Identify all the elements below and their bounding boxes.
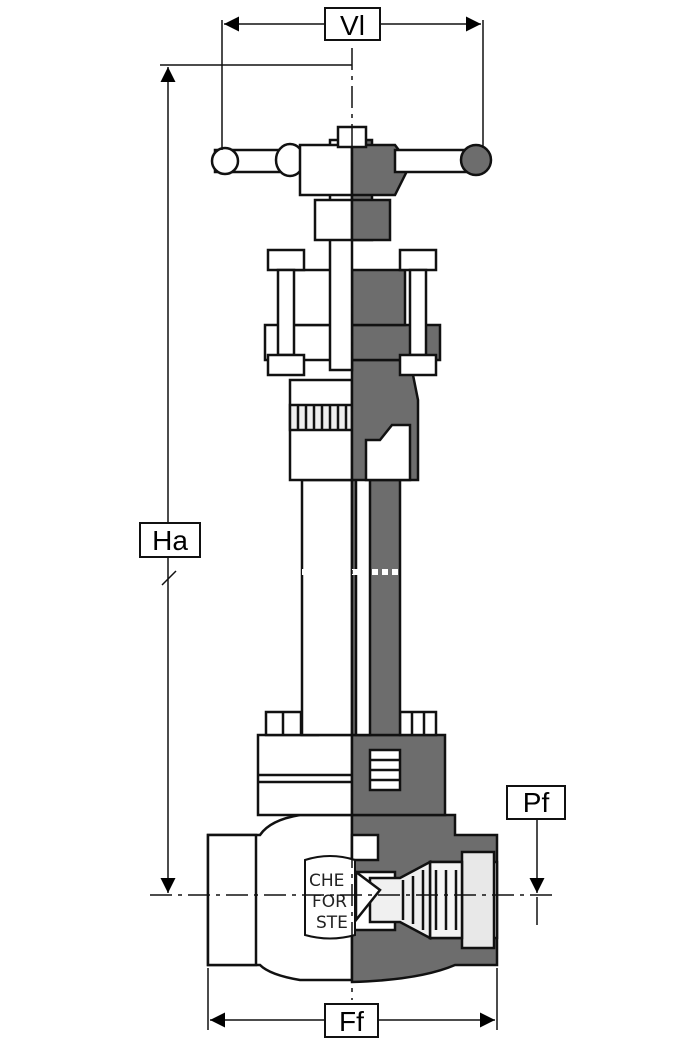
casting-mark-line2: FOR xyxy=(312,892,347,912)
dimension-vl-label: Vl xyxy=(340,10,365,41)
dimension-ha: Ha xyxy=(139,64,352,893)
bonnet-flange xyxy=(256,710,447,817)
handwheel xyxy=(210,125,493,197)
casting-mark-line1: CHE xyxy=(309,871,344,891)
casting-mark: CHE FOR STE xyxy=(304,855,356,940)
extension-column xyxy=(300,468,402,737)
dimension-ha-label: Ha xyxy=(152,525,188,556)
casting-mark-line3: STE xyxy=(316,913,348,933)
valve-body xyxy=(206,813,499,984)
dimension-ff: Ff xyxy=(207,968,498,1038)
dimension-pf: Pf xyxy=(506,785,566,925)
dimension-ff-label: Ff xyxy=(339,1006,364,1037)
dimension-vl: Vl xyxy=(221,7,484,150)
dimension-pf-label: Pf xyxy=(523,787,550,818)
centerlines xyxy=(150,48,555,1000)
